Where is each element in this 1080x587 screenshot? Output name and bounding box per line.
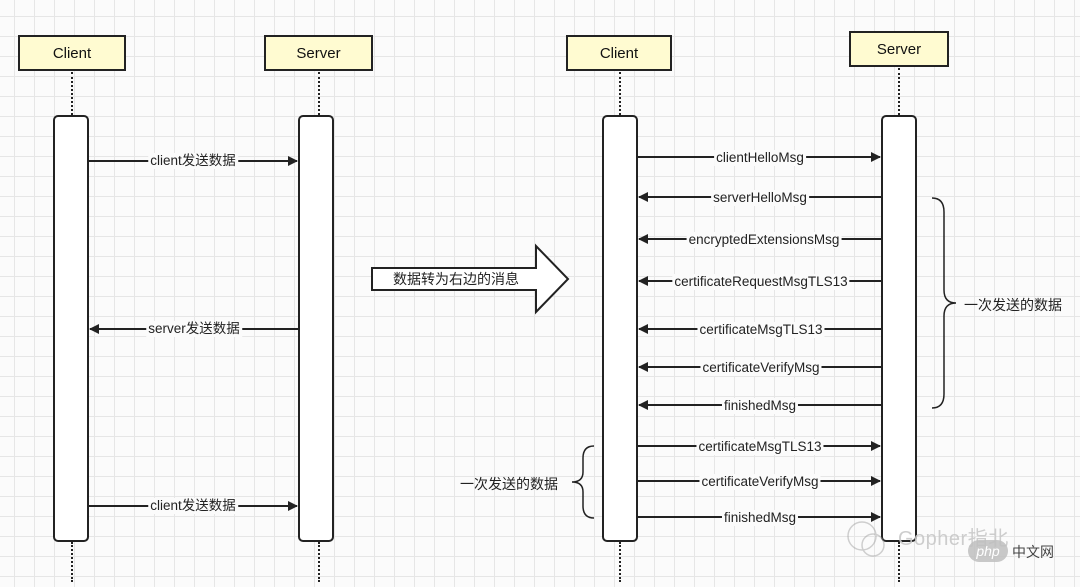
right-server-lifeline-top (898, 68, 900, 115)
right-server-actor: Server (849, 31, 949, 67)
left-client-activation (53, 115, 89, 542)
transform-arrow-label: 数据转为右边的消息 (393, 271, 519, 287)
left-msg-3-label: client发送数据 (148, 498, 238, 514)
transform-arrow (371, 243, 570, 315)
right-msg-1-label: clientHelloMsg (714, 150, 806, 166)
watermark-site: 中文网 (1012, 544, 1054, 560)
right-client-lifeline-top (619, 72, 621, 115)
client-batch-note: 一次发送的数据 (460, 476, 558, 492)
left-client-actor: Client (18, 35, 126, 71)
right-client-lifeline-bottom (619, 542, 621, 582)
right-msg-10-label: finishedMsg (721, 510, 799, 526)
right-msg-3-label: encryptedExtensionsMsg (686, 232, 842, 248)
server-batch-brace (931, 197, 957, 409)
right-msg-8-label: certificateMsgTLS13 (696, 439, 824, 455)
right-client-activation (602, 115, 638, 542)
server-batch-note: 一次发送的数据 (964, 297, 1062, 313)
right-msg-6-label: certificateVerifyMsg (700, 360, 822, 376)
left-server-activation (298, 115, 334, 542)
right-msg-2-label: serverHelloMsg (711, 190, 809, 206)
left-msg-2-label: server发送数据 (146, 321, 242, 337)
left-server-lifeline-bottom (318, 542, 320, 582)
left-server-lifeline-top (318, 72, 320, 115)
client-batch-brace (571, 445, 595, 519)
left-server-actor: Server (264, 35, 373, 71)
watermark-logo (847, 521, 885, 557)
left-client-lifeline-top (71, 72, 73, 115)
right-server-activation (881, 115, 917, 542)
right-client-actor: Client (566, 35, 672, 71)
left-client-lifeline-bottom (71, 542, 73, 582)
watermark-badge: php (968, 540, 1008, 562)
left-msg-1-label: client发送数据 (148, 153, 238, 169)
right-msg-5-label: certificateMsgTLS13 (697, 322, 825, 338)
right-msg-4-label: certificateRequestMsgTLS13 (672, 274, 850, 290)
right-msg-7-label: finishedMsg (721, 398, 799, 414)
right-msg-9-label: certificateVerifyMsg (699, 474, 821, 490)
right-server-lifeline-bottom (898, 542, 900, 582)
